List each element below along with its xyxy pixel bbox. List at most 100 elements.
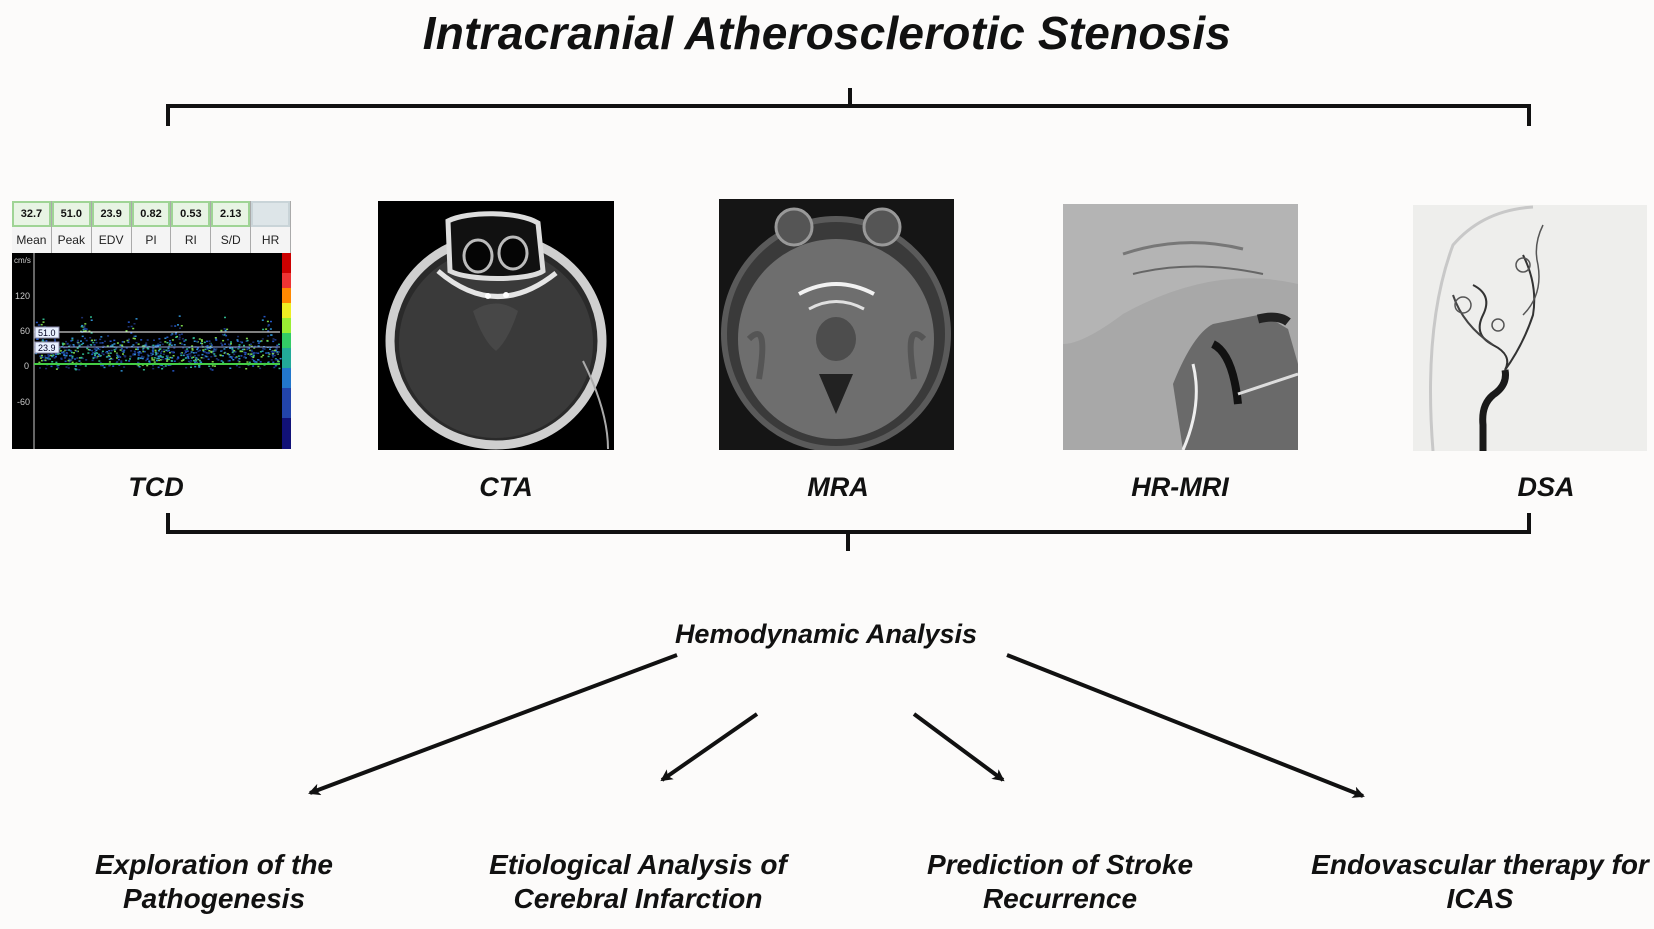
spectrum-speckle — [225, 334, 228, 337]
spectrum-speckle — [223, 328, 226, 330]
spectrum-speckle — [137, 351, 140, 354]
spectrum-speckle — [170, 344, 173, 346]
spectrum-speckle — [83, 330, 85, 333]
spectrum-speckle — [76, 347, 79, 349]
spectrum-speckle — [76, 368, 78, 371]
spectrum-speckle — [108, 365, 111, 367]
spectrum-speckle — [121, 344, 124, 346]
spectrum-speckle — [77, 342, 80, 344]
spectrum-speckle — [187, 357, 190, 360]
spectrum-speckle — [101, 352, 104, 354]
spectrum-speckle — [64, 357, 67, 359]
spectrum-speckle — [42, 340, 45, 342]
spectrum-speckle — [116, 354, 119, 356]
spectrum-speckle — [64, 349, 67, 352]
spectrum-speckle — [88, 349, 91, 351]
spectrum-speckle — [55, 368, 58, 370]
spectrum-speckle — [74, 349, 77, 352]
spectrum-speckle — [221, 344, 224, 346]
tcd-tick: -60 — [17, 397, 30, 407]
spectrum-speckle — [243, 344, 245, 347]
spectrum-speckle — [154, 351, 157, 353]
spectrum-speckle — [144, 344, 147, 346]
spectrum-speckle — [190, 366, 192, 368]
spectrum-speckle — [230, 343, 232, 345]
spectrum-speckle — [239, 341, 242, 343]
spectrum-speckle — [157, 350, 160, 352]
spectrum-speckle — [137, 361, 139, 364]
spectrum-speckle — [41, 359, 43, 362]
spectrum-speckle — [137, 343, 140, 345]
spectrum-speckle — [57, 367, 60, 369]
spectrum-speckle — [210, 368, 213, 371]
spectrum-speckle — [260, 340, 263, 342]
spectrum-speckle — [146, 358, 149, 360]
spectrum-speckle — [192, 356, 195, 358]
spectrum-speckle — [177, 356, 180, 358]
spectrum-speckle — [83, 325, 86, 327]
spectrum-speckle — [100, 336, 103, 338]
spectrum-speckle — [237, 355, 240, 357]
spectrum-speckle — [129, 358, 131, 360]
spectrum-speckle — [123, 366, 126, 368]
spectrum-speckle — [243, 348, 246, 351]
spectrum-speckle — [71, 339, 74, 341]
spectrum-speckle — [145, 359, 148, 362]
spectrum-speckle — [267, 352, 270, 354]
spectrum-speckle — [250, 355, 253, 358]
spectrum-speckle — [182, 359, 185, 361]
spectrum-speckle — [141, 364, 144, 366]
spectrum-speckle — [92, 357, 95, 360]
spectrum-speckle — [180, 325, 183, 327]
spectrum-speckle — [142, 350, 145, 353]
spectrum-speckle — [200, 357, 203, 359]
spectrum-speckle — [135, 348, 138, 350]
spectrum-speckle — [169, 340, 171, 342]
spectrum-speckle — [198, 366, 201, 368]
spectrum-speckle — [152, 344, 155, 347]
spectrum-speckle — [168, 349, 170, 352]
spectrum-speckle — [249, 354, 252, 357]
tcd-label: Mean — [16, 233, 47, 247]
spectrum-speckle — [161, 364, 163, 366]
spectrum-speckle — [198, 338, 201, 340]
spectrum-speckle — [123, 349, 126, 352]
arrow-to-pathogenesis — [308, 653, 678, 796]
spectrum-speckle — [70, 359, 73, 361]
spectrum-speckle — [120, 360, 123, 362]
spectrum-speckle — [158, 338, 161, 340]
spectrum-speckle — [111, 358, 114, 360]
spectrum-speckle — [137, 364, 140, 367]
spectrum-speckle — [206, 355, 209, 358]
spectrum-speckle — [261, 319, 264, 321]
spectrum-speckle — [177, 357, 180, 359]
spectrum-speckle — [78, 360, 81, 362]
spectrum-speckle — [118, 364, 121, 366]
spectrum-speckle — [109, 352, 112, 354]
spectrum-speckle — [223, 334, 226, 336]
spectrum-speckle — [212, 350, 215, 352]
spectrum-speckle — [171, 357, 174, 359]
spectrum-speckle — [223, 348, 226, 350]
spectrum-speckle — [44, 359, 47, 361]
spectrum-speckle — [147, 355, 150, 357]
spectrum-speckle — [206, 352, 209, 355]
spectrum-speckle — [68, 345, 70, 348]
spectrum-speckle — [184, 357, 187, 359]
spectrum-speckle — [130, 350, 133, 352]
spectrum-speckle — [55, 355, 57, 358]
spectrum-speckle — [167, 358, 170, 361]
spectrum-speckle — [65, 366, 68, 368]
dsa-image — [1413, 205, 1647, 451]
spectrum-speckle — [272, 340, 275, 343]
spectrum-speckle — [253, 361, 256, 363]
spectrum-speckle — [272, 356, 275, 358]
spectrum-speckle — [119, 344, 122, 346]
spectrum-speckle — [220, 342, 223, 344]
spectrum-speckle — [61, 342, 64, 345]
spectrum-speckle — [122, 353, 124, 355]
spectrum-speckle — [97, 353, 100, 356]
tcd-label: Peak — [57, 233, 85, 247]
spectrum-speckle — [155, 353, 158, 355]
spectrum-speckle — [210, 356, 213, 358]
